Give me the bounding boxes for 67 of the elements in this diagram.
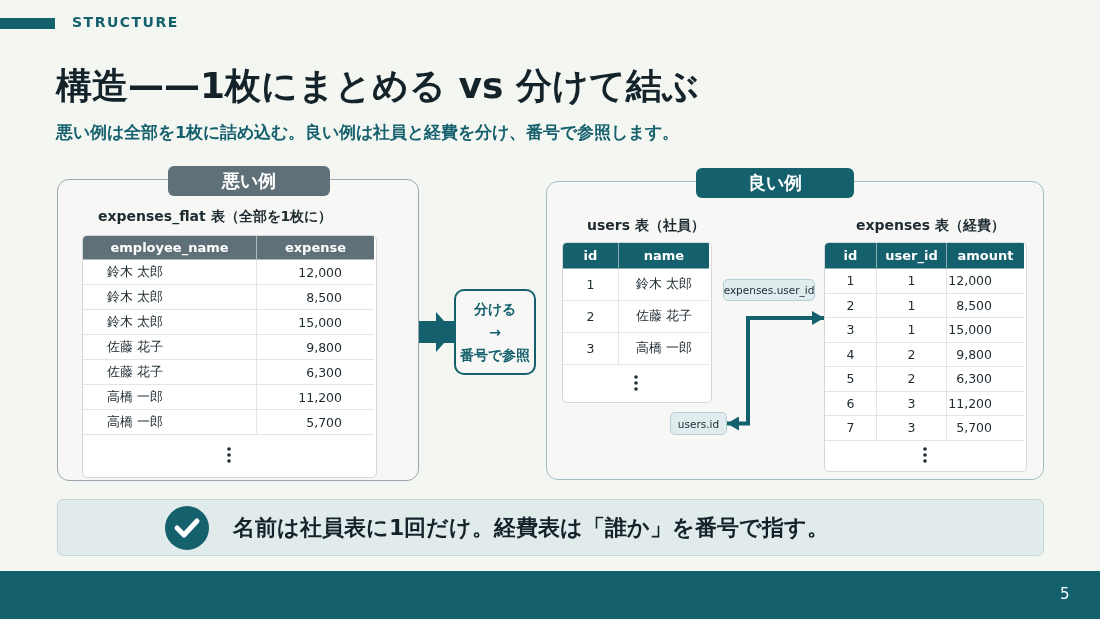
table-cell: 佐藤 花子 <box>619 301 709 333</box>
process-box: 分ける → 番号で参照 <box>454 289 536 375</box>
column-header: name <box>619 243 709 269</box>
table-cell: 12,000 <box>257 260 374 285</box>
table-cell: 2 <box>825 293 877 318</box>
table-cell: 鈴木 太郎 <box>83 260 257 285</box>
panel-tab: 悪い例 <box>168 166 330 196</box>
table-cell: 鈴木 太郎 <box>619 269 709 301</box>
table-cell: 5 <box>825 367 877 392</box>
table-cell: 高橋 一郎 <box>619 333 709 365</box>
table-cell: 6 <box>825 391 877 416</box>
table-cell: 佐藤 花子 <box>83 360 257 385</box>
arrow <box>419 312 454 352</box>
table-cell: 9,800 <box>257 335 374 360</box>
note-text: 名前は社員表に1回だけ。経費表は「誰か」を番号で指す。 <box>233 514 830 542</box>
table-cell: 2 <box>563 301 619 333</box>
table-cell: 1 <box>877 269 947 294</box>
key-tag: expenses.user_id <box>723 279 815 301</box>
table-cell: 6,300 <box>257 360 374 385</box>
table-cell: 12,000 <box>947 269 1024 294</box>
data-table <box>824 242 1027 472</box>
column-header: expense <box>257 236 374 260</box>
table-cell: 佐藤 花子 <box>83 335 257 360</box>
table-cell: 1 <box>877 293 947 318</box>
table-cell: 2 <box>877 367 947 392</box>
table-cell: 6,300 <box>947 367 1024 392</box>
note-banner <box>57 499 1044 556</box>
table-cell: 5,700 <box>257 410 374 435</box>
column-header: user_id <box>877 243 947 269</box>
table-title: expenses 表（経費） <box>856 217 1006 235</box>
column-header: id <box>563 243 619 269</box>
table-cell: 15,000 <box>257 310 374 335</box>
table-cell: 3 <box>877 416 947 441</box>
table-cell: 3 <box>825 318 877 343</box>
table-title: expenses_flat 表（全部を1枚に） <box>98 208 333 226</box>
page-number: 5 <box>1060 585 1070 603</box>
table-cell: 11,200 <box>257 385 374 410</box>
data-table <box>562 242 712 403</box>
table-cell: 高橋 一郎 <box>83 410 257 435</box>
column-header: id <box>825 243 877 269</box>
table-cell: 1 <box>877 318 947 343</box>
column-header: amount <box>947 243 1024 269</box>
table-cell: 5,700 <box>947 416 1024 441</box>
table-title: users 表（社員） <box>587 217 705 235</box>
panel-tab: 良い例 <box>696 168 854 198</box>
data-table <box>82 235 377 478</box>
table-cell: 9,800 <box>947 342 1024 367</box>
table-cell: 15,000 <box>947 318 1024 343</box>
table-cell: 2 <box>877 342 947 367</box>
table-cell: 11,200 <box>947 391 1024 416</box>
arrow <box>727 311 824 431</box>
section-label: STRUCTURE <box>72 14 179 30</box>
table-cell: 4 <box>825 342 877 367</box>
table-cell: 鈴木 太郎 <box>83 285 257 310</box>
table-cell: 8,500 <box>947 293 1024 318</box>
table-cell: 7 <box>825 416 877 441</box>
table-cell: 高橋 一郎 <box>83 385 257 410</box>
table-cell: 1 <box>563 269 619 301</box>
key-tag: users.id <box>670 412 727 435</box>
table-cell: 3 <box>877 391 947 416</box>
column-header: employee_name <box>83 236 257 260</box>
subtitle: 悪い例は全部を1枚に詰め込む。良い例は社員と経費を分け、番号で参照します。 <box>56 122 680 144</box>
table-cell: 3 <box>563 333 619 365</box>
table-cell: 8,500 <box>257 285 374 310</box>
table-cell: 1 <box>825 269 877 294</box>
slide-title: 構造——1枚にまとめる vs 分けて結ぶ <box>56 64 699 108</box>
table-cell: 鈴木 太郎 <box>83 310 257 335</box>
